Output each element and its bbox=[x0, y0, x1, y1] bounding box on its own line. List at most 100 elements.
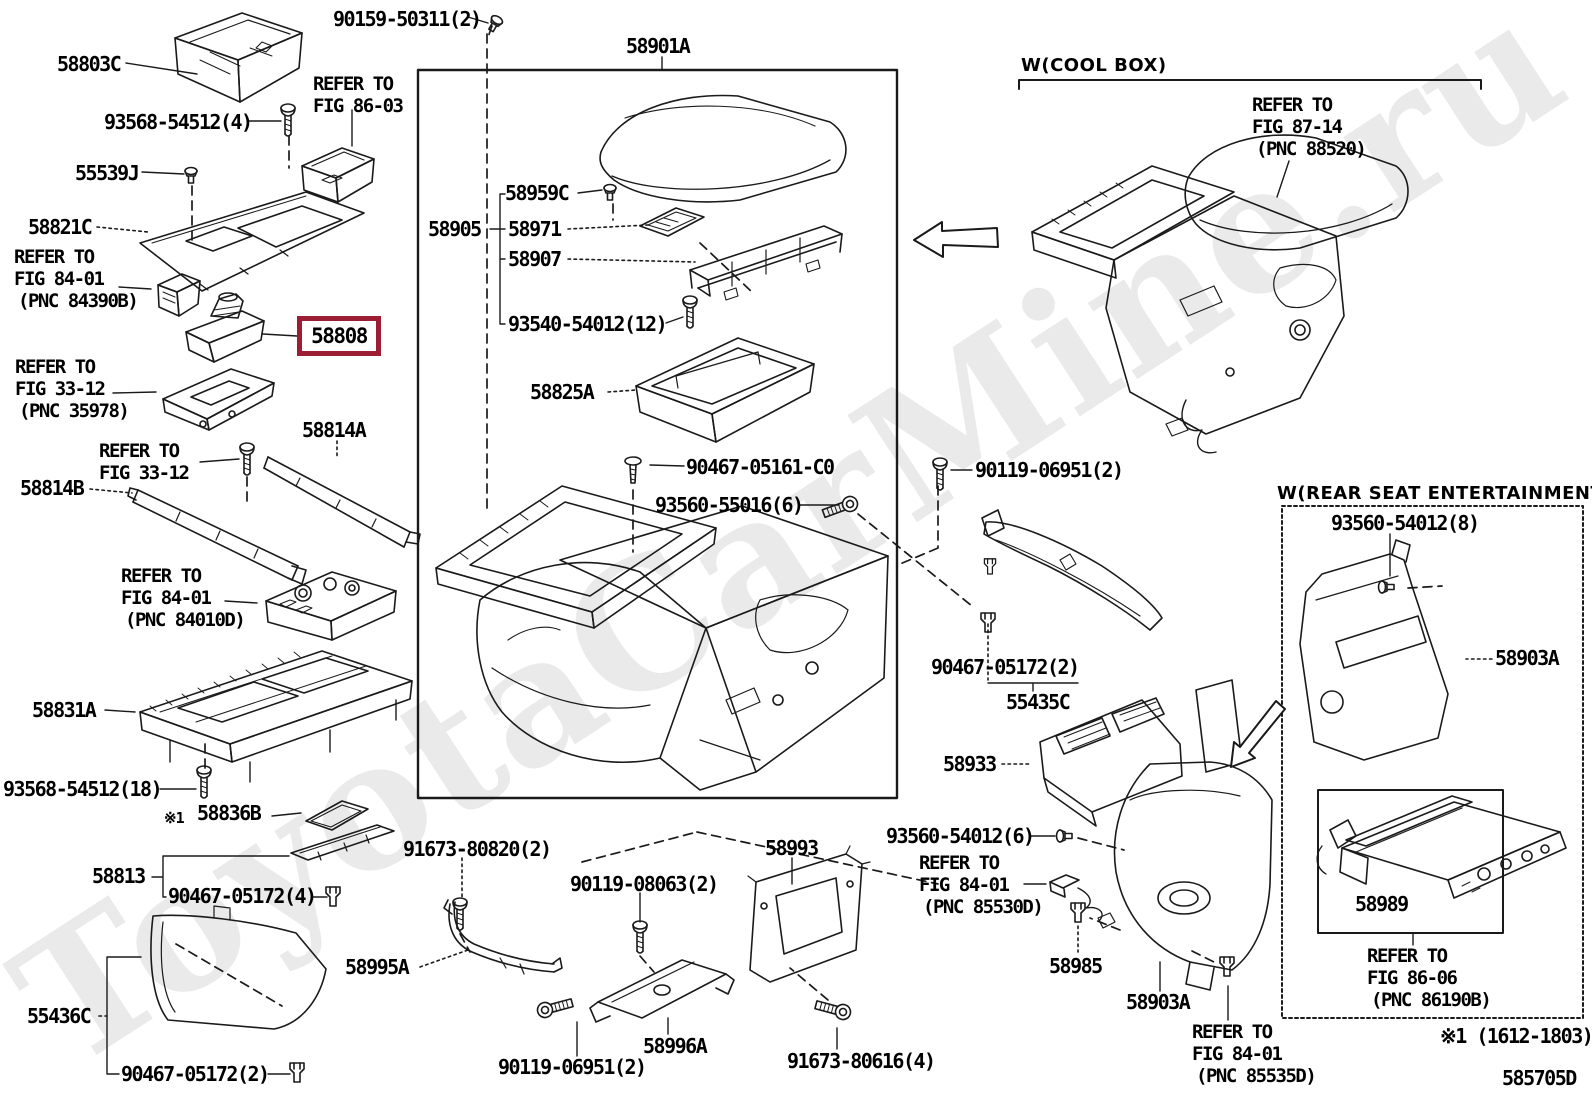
drawing-58821c-panel bbox=[139, 191, 365, 292]
part-label-58821c[interactable]: 58821C bbox=[28, 215, 93, 239]
pin-58959c bbox=[603, 183, 617, 201]
part-label-90159-50311[interactable]: 90159-50311(2) bbox=[333, 7, 482, 31]
part-label-58831a[interactable]: 58831A bbox=[32, 698, 97, 722]
screw-93568-54512-18 bbox=[196, 765, 212, 799]
arrow-left-icon bbox=[913, 221, 999, 258]
part-label-91673-80820[interactable]: 91673-80820(2) bbox=[403, 837, 552, 861]
rivet-90467-05161 bbox=[624, 456, 642, 484]
part-label-90467-05161-c0[interactable]: 90467-05161-C0 bbox=[686, 455, 835, 479]
part-label-93540-54012[interactable]: 93540-54012(12) bbox=[508, 312, 668, 336]
part-label-58814a[interactable]: 58814A bbox=[302, 418, 367, 442]
part-58989-box bbox=[1317, 789, 1504, 934]
drawing-58803c-glovebox bbox=[174, 12, 303, 103]
drawing-85530d-switch-harness bbox=[1049, 874, 1116, 929]
drawing-58814a-rail bbox=[263, 456, 421, 548]
part-label-58901a[interactable]: 58901A bbox=[626, 34, 691, 58]
drawing-58813-strip bbox=[290, 824, 395, 861]
screw-93560-54012-6 bbox=[1055, 829, 1073, 843]
section-header-rear-seat-entertainment: W(REAR SEAT ENTERTAINMENT) bbox=[1277, 483, 1592, 504]
direction-arrows bbox=[913, 221, 1286, 768]
bolt-93560-55016 bbox=[820, 493, 861, 522]
drawing-58836b-pad bbox=[305, 800, 369, 831]
arrow-down-left-icon bbox=[1230, 700, 1286, 768]
rear-seat-entertainment-box bbox=[1281, 505, 1584, 1019]
part-label-93568-54512-18[interactable]: 93568-54512(18) bbox=[3, 777, 163, 801]
footnote-range: ※1 (1612-1803) bbox=[1440, 1024, 1592, 1048]
clip-90467-05172-2-left bbox=[289, 1062, 305, 1083]
bolt-90119-06951-bottom bbox=[535, 994, 575, 1020]
footnote-marker-58836b: ※1 bbox=[164, 809, 185, 827]
drawing-fig86-03-part bbox=[301, 147, 375, 203]
part-label-90467-05172-4[interactable]: 90467-05172(4) bbox=[168, 884, 317, 908]
part-label-91673-80616[interactable]: 91673-80616(4) bbox=[787, 1049, 936, 1073]
leader-lines bbox=[104, 16, 1414, 1075]
part-label-58996a[interactable]: 58996A bbox=[643, 1034, 708, 1058]
part-label-58989[interactable]: 58989 bbox=[1355, 892, 1409, 916]
part-label-55436c[interactable]: 55436C bbox=[27, 1004, 92, 1028]
part-label-58933[interactable]: 58933 bbox=[943, 752, 997, 776]
drawing-cool-box-console bbox=[1031, 134, 1409, 454]
screw-93560-54012-8 bbox=[1377, 580, 1395, 594]
clip-fig84-01-85535d bbox=[1219, 956, 1235, 977]
part-label-58903a-console[interactable]: 58903A bbox=[1126, 990, 1191, 1014]
part-label-58836b[interactable]: 58836B bbox=[197, 801, 262, 825]
clip-55539j bbox=[184, 166, 198, 184]
part-label-90119-08063[interactable]: 90119-08063(2) bbox=[570, 872, 719, 896]
part-label-58903a-rear[interactable]: 58903A bbox=[1495, 646, 1560, 670]
clip-58985 bbox=[1070, 902, 1086, 923]
main-assembly-box bbox=[416, 68, 899, 800]
part-label-58995a[interactable]: 58995A bbox=[345, 955, 410, 979]
drawing-58903a-rear-panel bbox=[1299, 539, 1449, 761]
part-label-55539j[interactable]: 55539J bbox=[75, 161, 140, 185]
part-label-93560-54012-8[interactable]: 93560-54012(8) bbox=[1331, 511, 1480, 535]
part-label-58803c[interactable]: 58803C bbox=[57, 52, 122, 76]
bolt-91673-80616 bbox=[813, 996, 853, 1022]
part-label-58825a[interactable]: 58825A bbox=[530, 380, 595, 404]
drawing-58996a-bracket bbox=[589, 959, 735, 1023]
drawing-console-body bbox=[476, 505, 889, 791]
part-label-58814b[interactable]: 58814B bbox=[20, 476, 85, 500]
part-label-58993[interactable]: 58993 bbox=[765, 836, 819, 860]
clip-90467-05172-2-right bbox=[980, 612, 996, 633]
screw-93540-54012 bbox=[682, 295, 698, 329]
part-label-55435c[interactable]: 55435C bbox=[1006, 690, 1071, 714]
part-label-93568-54512-4[interactable]: 93568-54512(4) bbox=[104, 110, 253, 134]
screw-fig33-12 bbox=[239, 442, 255, 476]
part-label-58907[interactable]: 58907 bbox=[508, 247, 562, 271]
part-label-58959c[interactable]: 58959C bbox=[505, 181, 570, 205]
part-label-90467-05172-2-right[interactable]: 90467-05172(2) bbox=[931, 655, 1080, 679]
diagram-code: 585705D bbox=[1502, 1066, 1577, 1090]
clip-90467-05172-4 bbox=[325, 886, 341, 907]
section-header-cool-box: W(COOL BOX) bbox=[1021, 55, 1167, 76]
dotted-leaders bbox=[89, 224, 1493, 1017]
part-label-58813[interactable]: 58813 bbox=[92, 864, 146, 888]
screw-90119-08063 bbox=[632, 920, 648, 954]
drawing-58989-deck bbox=[1316, 795, 1567, 899]
part-label-90119-06951-bottom[interactable]: 90119-06951(2) bbox=[498, 1055, 647, 1079]
part-label-58808: 58808 bbox=[311, 324, 368, 348]
clip-55435c-upper bbox=[983, 558, 997, 575]
drawing-console-upper-frame bbox=[435, 485, 717, 629]
highlighted-part-58808[interactable]: 58808 bbox=[297, 316, 381, 356]
drawing-58933-vent-box bbox=[1039, 697, 1183, 827]
part-label-90119-06951-top[interactable]: 90119-06951(2) bbox=[975, 458, 1124, 482]
drawing-58831a-frame bbox=[139, 650, 413, 783]
drawing-58808-shift-boot bbox=[185, 292, 265, 363]
drawing-55435c-garnish bbox=[981, 509, 1163, 631]
part-label-90467-05172-2-left[interactable]: 90467-05172(2) bbox=[121, 1062, 270, 1086]
part-label-93560-54012-6[interactable]: 93560-54012(6) bbox=[886, 824, 1035, 848]
part-label-58971[interactable]: 58971 bbox=[508, 217, 562, 241]
part-label-93560-55016[interactable]: 93560-55016(6) bbox=[655, 493, 804, 517]
screw-90119-06951-top bbox=[932, 457, 948, 491]
part-label-58985[interactable]: 58985 bbox=[1049, 954, 1103, 978]
part-label-58905[interactable]: 58905 bbox=[428, 217, 482, 241]
